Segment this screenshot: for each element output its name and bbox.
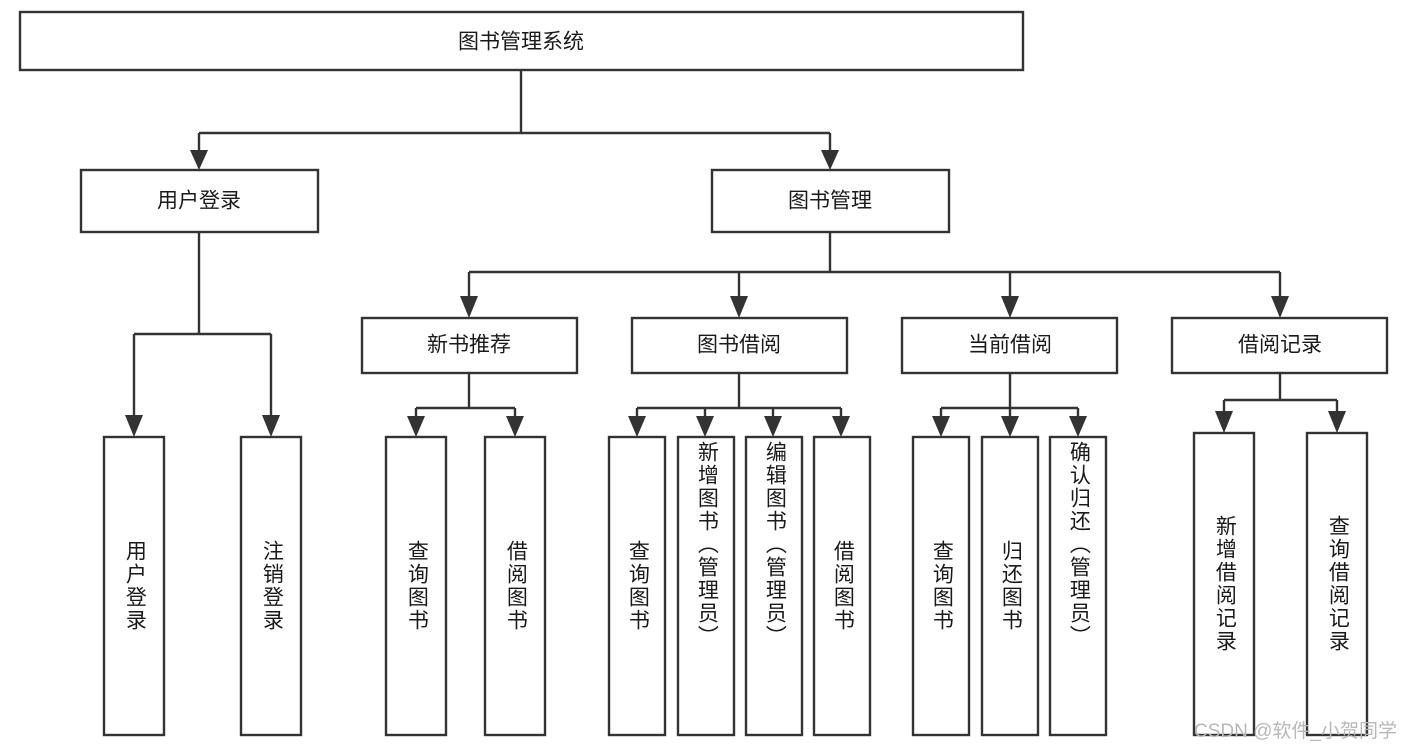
watermark-text: CSDN @软件_小贺同学 <box>1194 721 1397 742</box>
arrow-newbook-leaf-1-icon <box>407 416 425 437</box>
arrow-l3-3-icon <box>1001 296 1019 318</box>
node-book-manage-label: 图书管理 <box>788 190 872 213</box>
leaf-box-new-book-2[interactable] <box>483 435 547 737</box>
leaf-box-user-login-2[interactable] <box>239 435 303 737</box>
node-borrow-record-label: 借阅记录 <box>1238 334 1322 357</box>
arrow-newbook-leaf-2-icon <box>506 416 524 437</box>
arrow-to-book-manage-icon <box>821 150 839 170</box>
leaf-box-book-borrow-2[interactable] <box>676 435 736 737</box>
node-current-borrow-label: 当前借阅 <box>968 334 1052 357</box>
arrow-to-user-login-icon <box>190 150 208 170</box>
arrow-l3-2-icon <box>730 296 748 318</box>
node-new-book-recommend-label: 新书推荐 <box>427 334 511 357</box>
leaf-box-new-book-1[interactable] <box>384 435 448 737</box>
arrow-current-leaf-3-icon <box>1069 416 1087 437</box>
node-root[interactable]: 图书管理系统 <box>18 10 1025 72</box>
connectors-group <box>125 70 1346 437</box>
leaf-box-borrow-record-1[interactable] <box>1192 431 1256 737</box>
leaf-box-current-borrow-2[interactable] <box>980 435 1040 737</box>
node-book-borrow-label: 图书借阅 <box>697 334 781 357</box>
arrow-userlogin-leaf-1-icon <box>125 415 143 437</box>
arrow-borrow-leaf-3-icon <box>764 416 782 437</box>
node-root-label: 图书管理系统 <box>458 31 584 54</box>
node-new-book-recommend-box[interactable] <box>360 316 579 375</box>
arrow-borrow-leaf-1-icon <box>628 416 646 437</box>
arrow-record-leaf-1-icon <box>1215 411 1233 433</box>
leaf-box-book-borrow-3[interactable] <box>744 435 804 737</box>
leaf-box-book-borrow-4[interactable] <box>812 435 872 737</box>
arrow-borrow-leaf-2-icon <box>696 416 714 437</box>
arrow-borrow-leaf-4-icon <box>832 416 850 437</box>
leaf-box-user-login-1[interactable] <box>102 435 166 737</box>
node-current-borrow-box[interactable] <box>900 316 1119 375</box>
arrow-userlogin-leaf-2-icon <box>262 415 280 437</box>
node-book-manage[interactable]: 图书管理 <box>710 168 951 234</box>
leaf-box-borrow-record-2[interactable] <box>1305 431 1369 737</box>
arrow-l3-4-icon <box>1271 296 1289 318</box>
node-user-login-label: 用户登录 <box>157 190 241 213</box>
node-book-manage-box[interactable] <box>710 168 951 234</box>
node-book-borrow-box[interactable] <box>630 316 849 375</box>
node-root-box[interactable] <box>18 10 1025 72</box>
arrow-current-leaf-1-icon <box>932 416 950 437</box>
arrow-record-leaf-2-icon <box>1328 411 1346 433</box>
node-user-login[interactable]: 用户登录 <box>79 168 320 234</box>
leaf-box-current-borrow-1[interactable] <box>911 435 971 737</box>
node-borrow-record-box[interactable] <box>1170 316 1389 375</box>
node-borrow-record[interactable]: 借阅记录 <box>1170 316 1389 375</box>
arrow-l3-1-icon <box>460 296 478 318</box>
node-book-borrow[interactable]: 图书借阅 <box>630 316 849 375</box>
leaf-box-book-borrow-1[interactable] <box>607 435 667 737</box>
node-new-book-recommend[interactable]: 新书推荐 <box>360 316 579 375</box>
node-current-borrow[interactable]: 当前借阅 <box>900 316 1119 375</box>
node-user-login-box[interactable] <box>79 168 320 234</box>
leaf-box-current-borrow-3[interactable] <box>1048 435 1108 737</box>
arrow-current-leaf-2-icon <box>1001 416 1019 437</box>
